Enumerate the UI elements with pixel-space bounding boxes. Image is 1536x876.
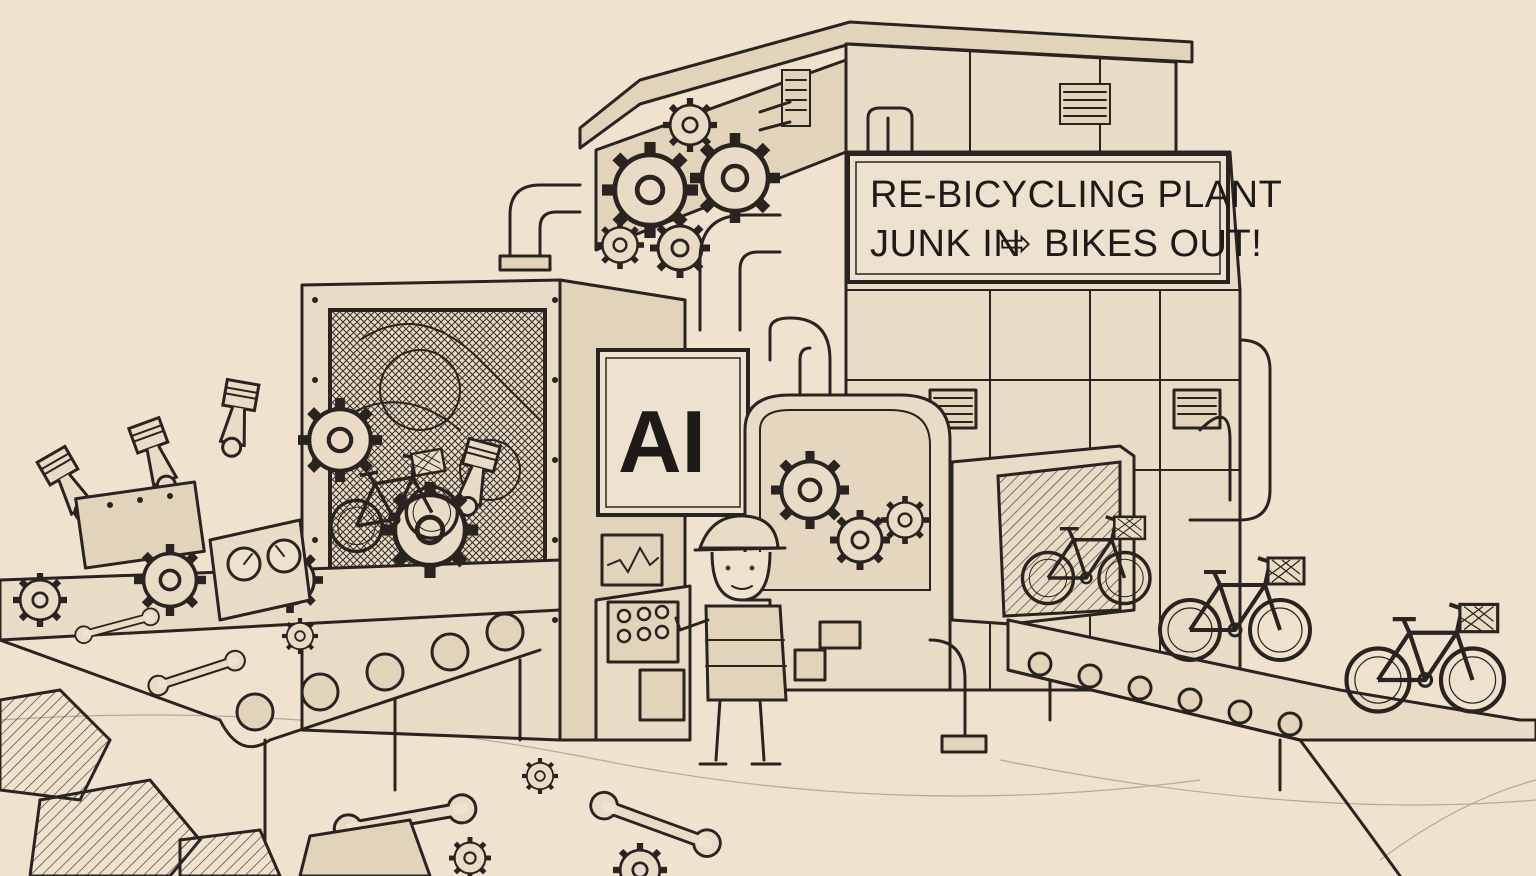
gauge-box [208, 518, 312, 622]
ai-machine: AI [300, 278, 750, 742]
sign-line-2-left: JUNK IN [870, 223, 1021, 265]
ai-label: AI [618, 392, 706, 491]
gear-icon [298, 398, 382, 482]
hard-hat-icon [697, 514, 780, 550]
sign-line-2-right: BIKES OUT! [1044, 223, 1262, 265]
processing-tank [743, 393, 988, 754]
output-conveyor [1006, 618, 1536, 876]
control-console [594, 584, 692, 742]
piston-icon [212, 377, 261, 461]
gear-icon [881, 496, 929, 544]
gear-icon [596, 221, 644, 269]
pipes [498, 183, 832, 402]
junk-pile [13, 377, 502, 699]
gear-icon [602, 142, 698, 238]
gear-icon [449, 837, 491, 876]
output-chute [950, 444, 1152, 626]
sign-arrow: ⇨ [1000, 223, 1032, 265]
gear-icon [771, 451, 849, 529]
gear-icon [522, 758, 558, 794]
gear-icon [613, 843, 667, 876]
gear-icon [282, 618, 318, 654]
sign-line-1: RE-BICYCLING PLANT [870, 174, 1282, 216]
gear-icon [690, 133, 780, 223]
worker [674, 514, 788, 766]
wrench-icon [585, 787, 726, 862]
foreground-debris [0, 688, 726, 876]
wrench-icon [144, 647, 249, 699]
plant-sign: RE-BICYCLING PLANT JUNK IN ⇨ BIKES OUT! [846, 152, 1282, 284]
